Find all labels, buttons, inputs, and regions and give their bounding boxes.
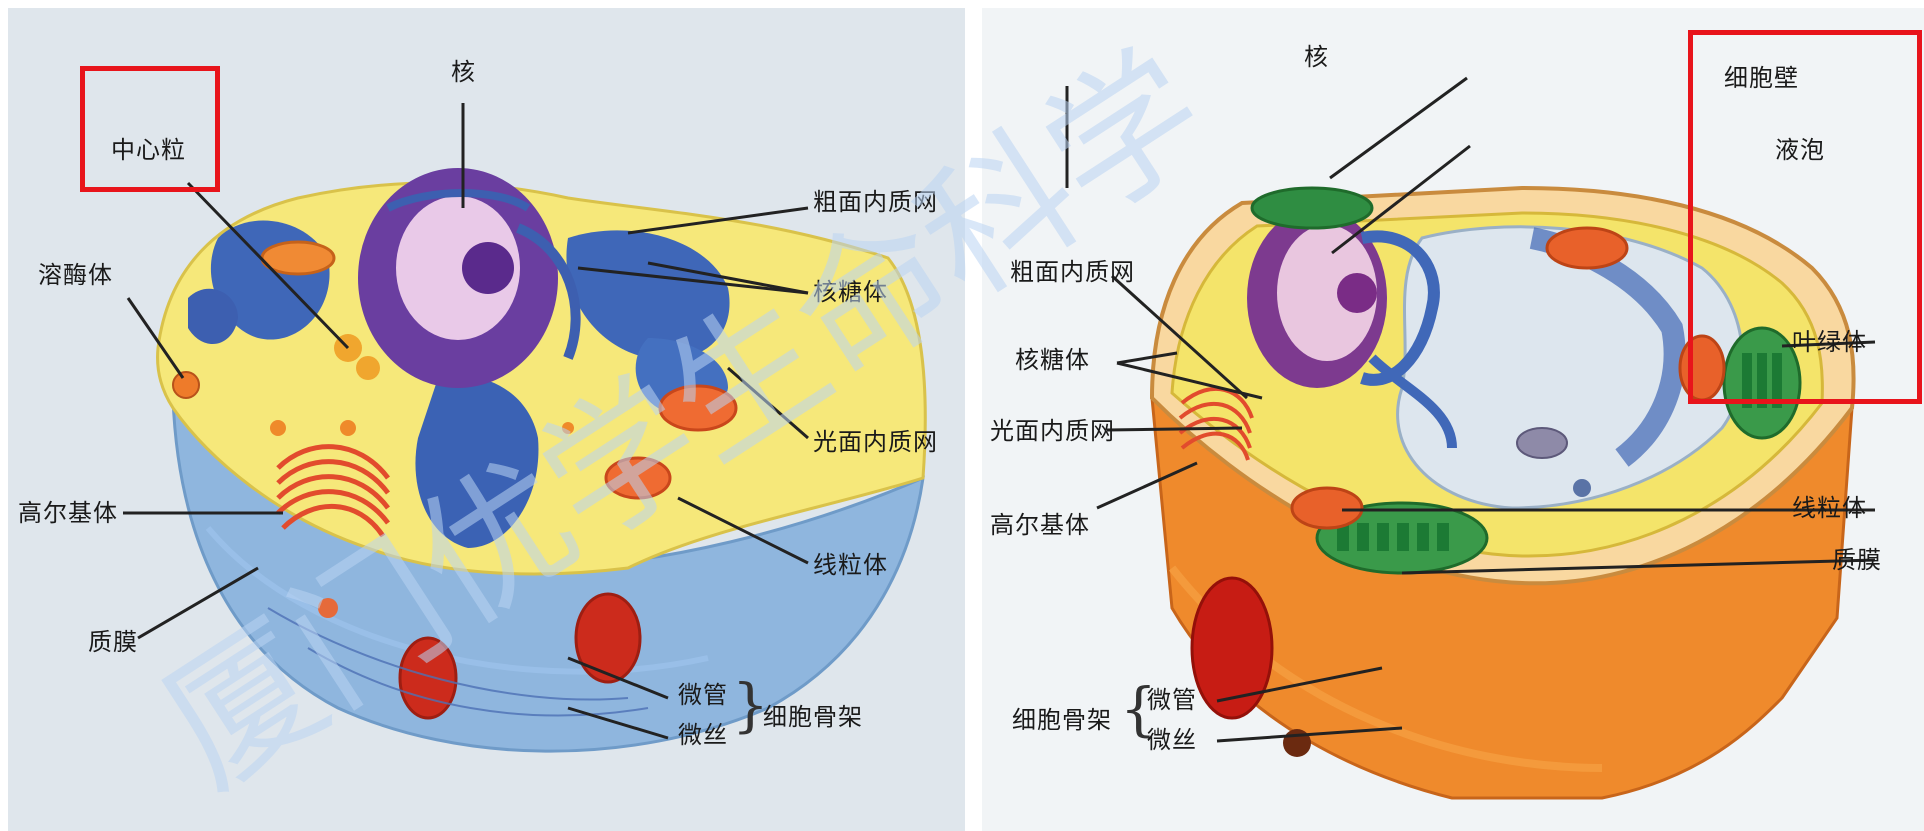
centriole-highlight-box (80, 66, 220, 192)
plant-label-smooth-er: 光面内质网 (990, 419, 1115, 443)
plant-label-golgi: 高尔基体 (990, 513, 1090, 537)
animal-label-rough-er: 粗面内质网 (813, 190, 938, 214)
plant-label-nucleus: 核 (1304, 45, 1329, 69)
animal-label-cytoskeleton: 细胞骨架 (763, 705, 863, 729)
animal-label-microtubule: 微管 (678, 683, 728, 707)
animal-label-membrane: 质膜 (88, 630, 138, 654)
animal-cell-panel: 核 中心粒 粗面内质网 溶酶体 核糖体 光面内质网 高尔基体 线粒体 质膜 微管… (8, 8, 965, 831)
plant-label-cytoskeleton: 细胞骨架 (1012, 708, 1112, 732)
plant-label-membrane: 质膜 (1832, 548, 1882, 572)
animal-label-microfilament: 微丝 (678, 723, 728, 747)
animal-label-ribosome: 核糖体 (813, 280, 888, 304)
animal-label-nucleus: 核 (451, 60, 476, 84)
plant-label-microfilament: 微丝 (1147, 728, 1197, 752)
plant-label-rough-er: 粗面内质网 (1010, 260, 1135, 284)
plant-cell-panel: 核 细胞壁 液泡 粗面内质网 核糖体 叶绿体 光面内质网 高尔基体 线粒体 质膜… (982, 8, 1924, 831)
animal-label-lysosome: 溶酶体 (38, 263, 113, 287)
chloroplast-cellwall-highlight-box (1688, 30, 1922, 404)
plant-label-microtubule: 微管 (1147, 688, 1197, 712)
plant-label-ribosome: 核糖体 (1015, 348, 1090, 372)
plant-label-mitochondria: 线粒体 (1792, 496, 1867, 520)
animal-label-mitochondria: 线粒体 (813, 553, 888, 577)
animal-label-golgi: 高尔基体 (18, 501, 118, 525)
animal-label-smooth-er: 光面内质网 (813, 430, 938, 454)
